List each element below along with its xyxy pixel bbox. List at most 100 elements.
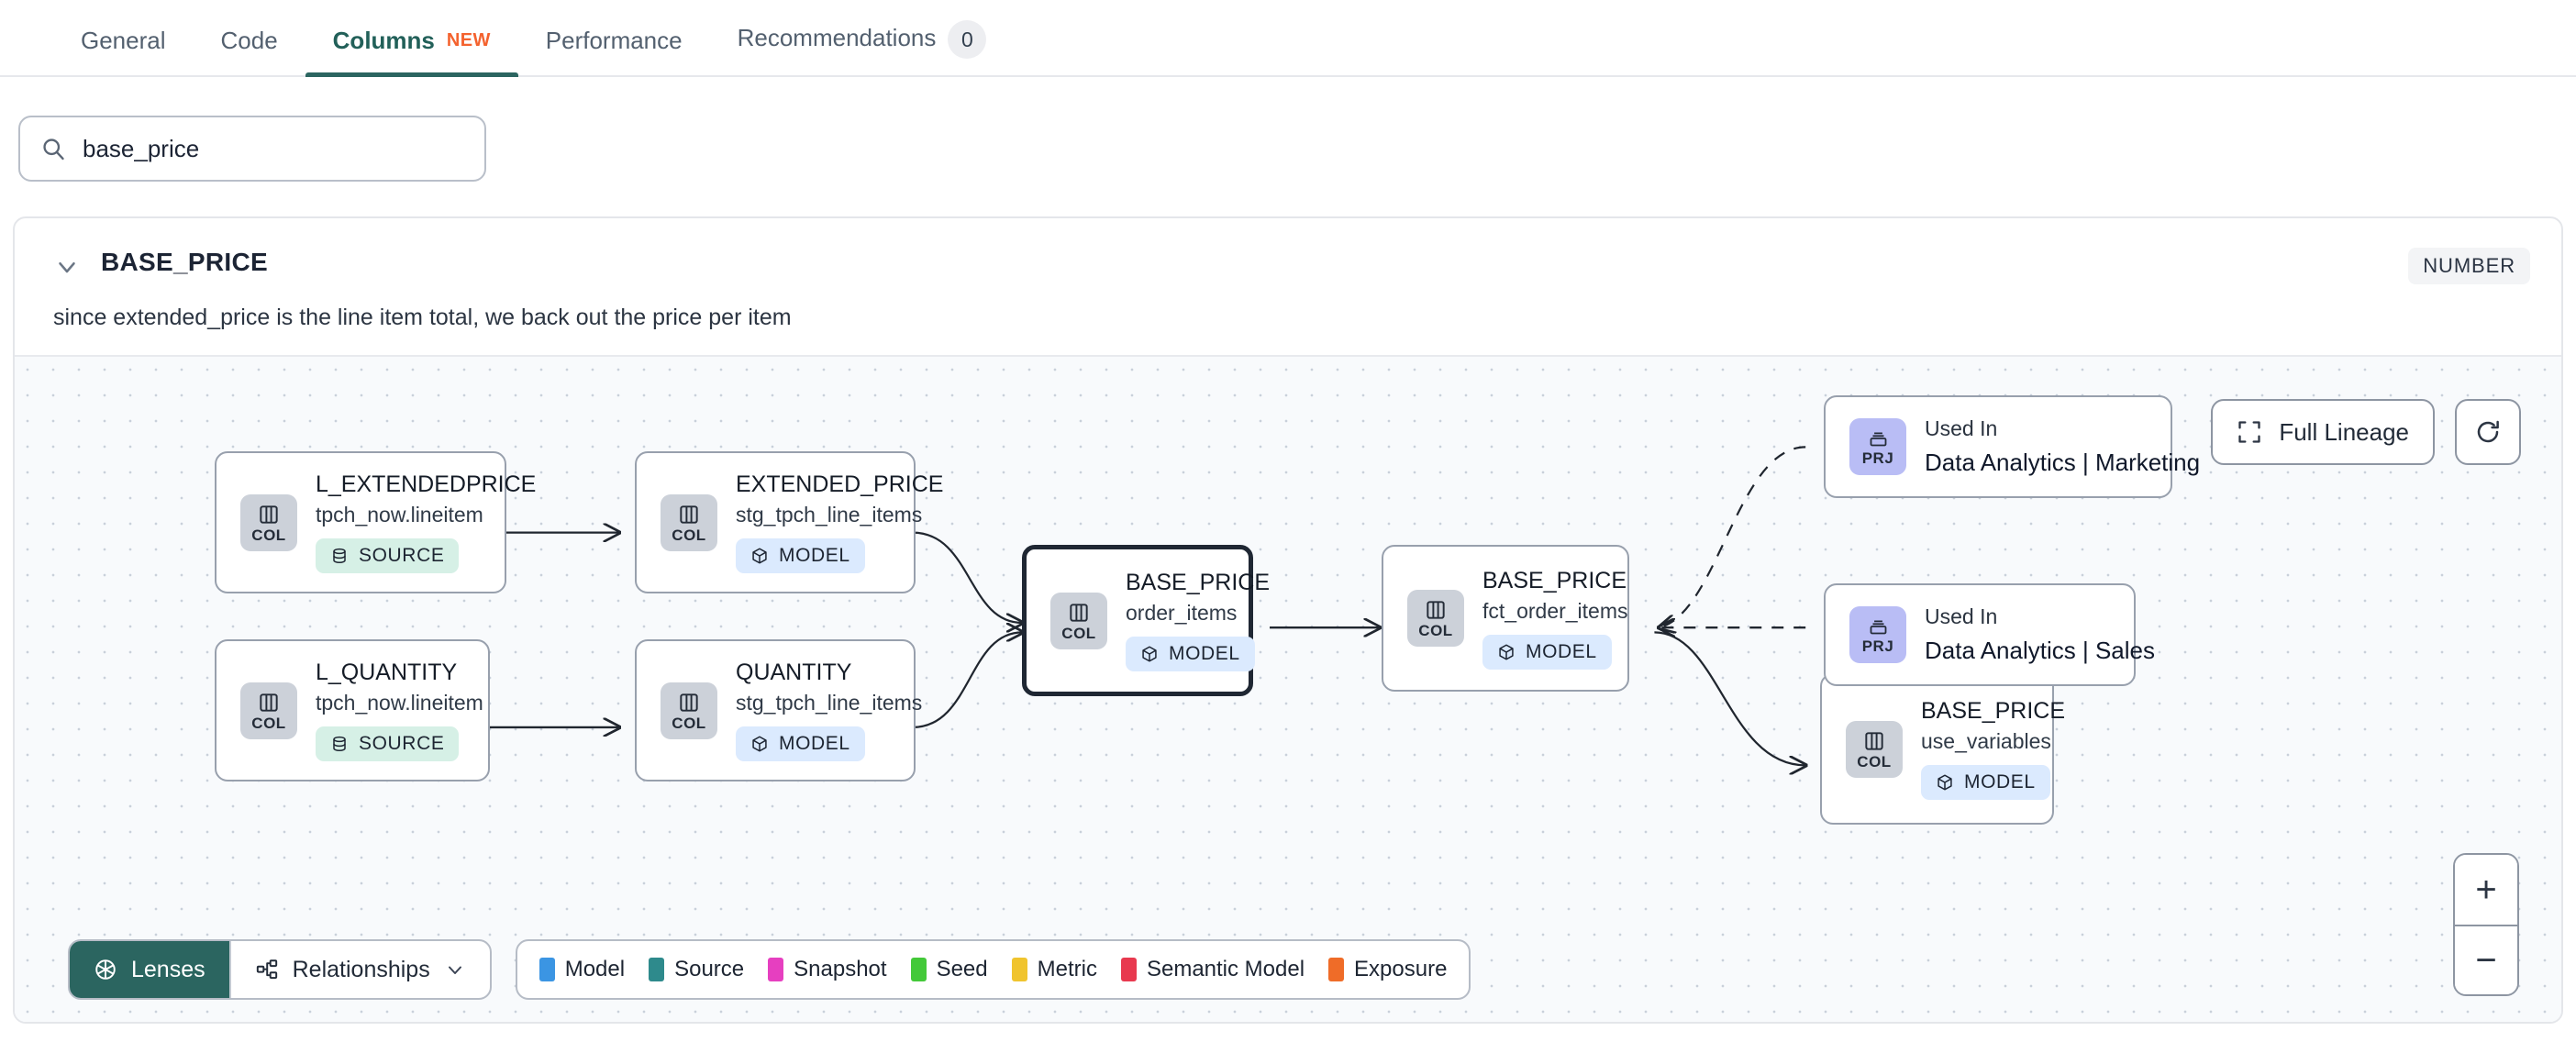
aperture-icon xyxy=(94,958,117,981)
column-description: since extended_price is the line item to… xyxy=(53,305,792,330)
tab-columns[interactable]: Columns NEW xyxy=(305,27,518,77)
tab-label: General xyxy=(81,27,166,54)
lineage-node-quantity[interactable]: COL QUANTITY stg_tpch_line_items MODEL xyxy=(635,639,923,781)
lineage-controls: Full Lineage xyxy=(2211,399,2521,465)
relationships-dropdown[interactable]: Relationships xyxy=(228,941,490,998)
cube-icon xyxy=(1936,773,1954,792)
zoom-out-button[interactable]: − xyxy=(2455,925,2517,994)
node-badge-label: COL xyxy=(672,714,706,732)
lenses-button[interactable]: Lenses xyxy=(70,941,229,998)
tab-bar: General Code Columns NEW Performance Rec… xyxy=(0,0,2576,77)
chevron-down-icon[interactable] xyxy=(53,253,81,281)
legend-label: Metric xyxy=(1037,957,1097,981)
project-name: Data Analytics | Sales xyxy=(1925,637,2155,664)
search-box[interactable] xyxy=(18,116,486,182)
lineage-node-project-marketing[interactable]: PRJ Used In Data Analytics | Marketing xyxy=(1824,395,2201,498)
node-subtitle: tpch_now.lineitem xyxy=(316,503,483,526)
column-icon-badge: COL xyxy=(240,682,297,739)
node-subtitle: tpch_now.lineitem xyxy=(316,691,483,715)
column-icon-badge: COL xyxy=(240,493,297,551)
column-icon-badge: COL xyxy=(1050,592,1107,649)
tab-general[interactable]: General xyxy=(53,27,194,75)
tab-code[interactable]: Code xyxy=(194,27,305,75)
node-subtitle: fct_order_items xyxy=(1482,598,1628,623)
lineage-legend: Model Source Snapshot Seed Metric xyxy=(515,939,1471,1000)
search-input[interactable] xyxy=(83,134,464,163)
node-name: BASE_PRICE xyxy=(1126,570,1271,595)
column-icon-badge: COL xyxy=(1407,590,1464,647)
chevron-down-icon xyxy=(444,959,466,981)
node-type-tag: MODEL xyxy=(736,726,865,761)
lineage-bottom-toolbar: Lenses Relationships xyxy=(68,939,1471,1000)
tab-recommendations[interactable]: Recommendations 0 xyxy=(710,20,1015,75)
node-subtitle: use_variables xyxy=(1921,729,2051,753)
node-badge-label: COL xyxy=(1418,622,1453,639)
node-subtitle: order_items xyxy=(1126,601,1238,625)
node-type-tag: SOURCE xyxy=(316,538,460,573)
legend-label: Source xyxy=(674,957,745,981)
node-badge-label: COL xyxy=(251,526,286,544)
node-type-tag-label: MODEL xyxy=(1169,643,1240,664)
node-badge-label: COL xyxy=(672,526,706,544)
relationships-label: Relationships xyxy=(292,956,430,982)
refresh-icon xyxy=(2474,418,2502,446)
lineage-node-base-price-order-items[interactable]: COL BASE_PRICE order_items MODEL xyxy=(1022,545,1271,696)
zoom-controls: + − xyxy=(2453,853,2519,996)
lineage-node-base-price-fct-order-items[interactable]: COL BASE_PRICE fct_order_items MODEL xyxy=(1382,545,1629,692)
lineage-node-l-quantity[interactable]: COL L_QUANTITY tpch_now.lineitem SOURCE xyxy=(215,639,490,781)
tab-label: Performance xyxy=(545,27,683,54)
tab-performance[interactable]: Performance xyxy=(518,27,710,75)
legend-swatch xyxy=(1328,958,1345,981)
node-subtitle: stg_tpch_line_items xyxy=(736,503,923,526)
node-type-tag: SOURCE xyxy=(316,726,460,761)
column-type-badge: NUMBER xyxy=(2408,248,2530,284)
tab-label: Columns xyxy=(332,27,435,54)
node-name: BASE_PRICE xyxy=(1921,698,2066,724)
node-type-tag-label: MODEL xyxy=(1964,771,2036,793)
full-lineage-button[interactable]: Full Lineage xyxy=(2211,399,2435,465)
node-type-tag-label: MODEL xyxy=(1526,640,1597,662)
zoom-in-button[interactable]: + xyxy=(2455,855,2517,925)
node-subtitle: stg_tpch_line_items xyxy=(736,691,923,715)
node-type-tag-label: MODEL xyxy=(779,545,850,566)
node-type-tag: MODEL xyxy=(736,538,865,573)
cube-icon xyxy=(750,547,769,565)
lineage-node-extended-price[interactable]: COL EXTENDED_PRICE stg_tpch_line_items M… xyxy=(635,451,944,593)
node-type-tag: MODEL xyxy=(1126,637,1255,671)
project-used-in-label: Used In xyxy=(1925,416,1998,440)
node-badge-label: COL xyxy=(1857,752,1892,770)
node-type-tag: MODEL xyxy=(1921,765,2050,800)
node-name: EXTENDED_PRICE xyxy=(736,471,944,497)
node-badge-label: COL xyxy=(1061,624,1096,642)
column-icon-badge: COL xyxy=(1846,720,1903,778)
cube-icon xyxy=(750,735,769,753)
legend-swatch xyxy=(768,958,784,981)
column-name: BASE_PRICE xyxy=(101,248,268,276)
legend-item-source: Source xyxy=(649,957,744,982)
lineage-node-base-price-use-variables[interactable]: COL BASE_PRICE use_variables MODEL xyxy=(1820,673,2066,825)
lineage-node-project-sales[interactable]: PRJ Used In Data Analytics | Sales xyxy=(1824,583,2155,686)
node-name: L_QUANTITY xyxy=(316,660,458,685)
tab-label: Code xyxy=(220,27,278,54)
search-area xyxy=(0,77,2576,182)
nodes-icon xyxy=(255,958,279,981)
lineage-canvas[interactable]: Full Lineage + − COL xyxy=(15,355,2561,1022)
legend-item-model: Model xyxy=(539,957,625,982)
project-tray-icon-badge: PRJ xyxy=(1849,418,1906,475)
legend-swatch xyxy=(910,958,927,981)
node-type-tag-label: SOURCE xyxy=(359,733,445,754)
full-lineage-label: Full Lineage xyxy=(2279,417,2409,446)
refresh-button[interactable] xyxy=(2455,399,2521,465)
node-type-tag: MODEL xyxy=(1482,634,1612,670)
lineage-edges xyxy=(472,446,2561,1022)
project-name: Data Analytics | Marketing xyxy=(1925,449,2201,476)
node-badge-label: PRJ xyxy=(1861,449,1894,467)
node-name: BASE_PRICE xyxy=(1482,567,1627,593)
node-name: L_EXTENDEDPRICE xyxy=(316,471,537,497)
cube-icon xyxy=(1497,643,1516,661)
tab-new-badge: NEW xyxy=(446,30,491,50)
lineage-node-l-extendedprice[interactable]: COL L_EXTENDEDPRICE tpch_now.lineitem SO… xyxy=(215,451,537,593)
project-tray-icon-badge: PRJ xyxy=(1849,606,1906,663)
legend-label: Seed xyxy=(936,957,988,981)
tab-label: Recommendations xyxy=(737,23,937,51)
